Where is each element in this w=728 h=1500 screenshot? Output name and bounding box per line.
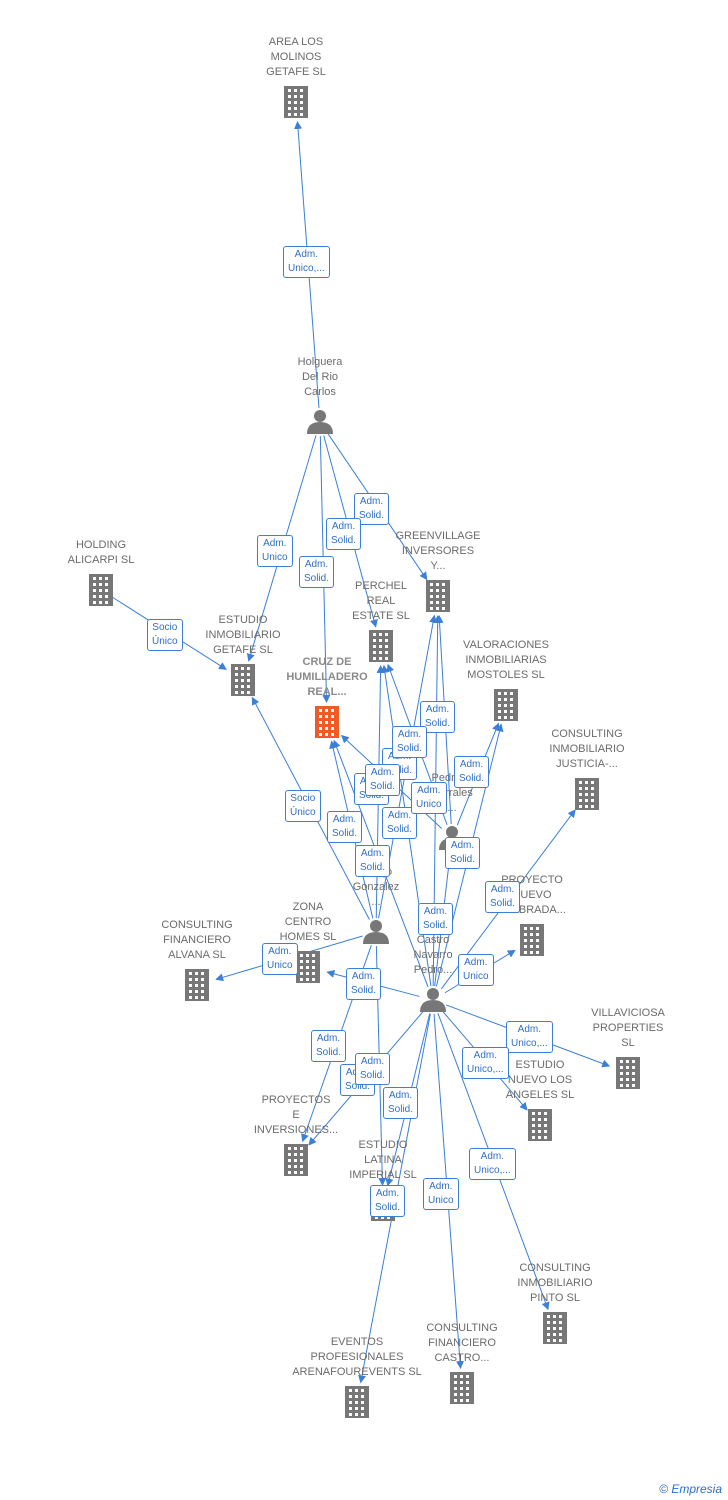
person-icon[interactable] <box>363 920 389 944</box>
edge-label[interactable]: Adm. Unico <box>458 954 494 986</box>
building-icon[interactable] <box>494 689 518 721</box>
building-icon[interactable] <box>185 969 209 1001</box>
building-icon[interactable] <box>89 574 113 606</box>
edge-label[interactable]: Adm. Solid. <box>382 807 418 839</box>
brand-name: Empresia <box>671 1482 722 1496</box>
edge-label[interactable]: Adm. Solid. <box>454 756 490 788</box>
edge-label[interactable]: Socio Único <box>285 790 321 822</box>
edge-label[interactable]: Socio Único <box>147 619 183 651</box>
edge-label[interactable]: Adm. Unico <box>411 782 447 814</box>
edge-label[interactable]: Adm. Solid. <box>445 837 481 869</box>
node-label-consultingpinto[interactable]: CONSULTING INMOBILIARIO PINTO SL <box>517 1262 593 1304</box>
building-icon[interactable] <box>543 1312 567 1344</box>
node-label-cruz[interactable]: CRUZ DE HUMILLADERO REAL... <box>286 656 368 698</box>
edge-label[interactable]: Adm. Solid. <box>365 764 401 796</box>
edge-label[interactable]: Adm. Solid. <box>299 556 335 588</box>
building-icon[interactable] <box>616 1057 640 1089</box>
building-icon[interactable] <box>296 951 320 983</box>
person-icon[interactable] <box>420 988 446 1012</box>
copyright-symbol: © <box>659 1482 668 1496</box>
edge-label[interactable]: Adm. Unico <box>423 1178 459 1210</box>
icon-layer <box>89 86 640 1418</box>
node-label-estudiogetafe[interactable]: ESTUDIO INMOBILIARIO GETAFE SL <box>205 614 281 656</box>
node-label-estudiolatina[interactable]: ESTUDIO LATINA IMPERIAL SL <box>349 1139 417 1181</box>
building-icon[interactable] <box>520 924 544 956</box>
edge-label[interactable]: Adm. Unico,... <box>506 1021 553 1053</box>
focus-building-icon[interactable] <box>315 706 339 738</box>
building-icon[interactable] <box>575 778 599 810</box>
edge-label[interactable]: Adm. Solid. <box>370 1185 406 1217</box>
node-label-castro[interactable]: Castro Navarro Pedro... <box>413 934 453 976</box>
edge-label[interactable]: Adm. Unico,... <box>283 246 330 278</box>
node-label-zonacentro[interactable]: ZONA CENTRO HOMES SL <box>279 901 337 943</box>
node-label-greenvillage[interactable]: GREENVILLAGE INVERSORES Y... <box>395 530 481 572</box>
building-icon[interactable] <box>450 1372 474 1404</box>
edge-label[interactable]: Adm. Unico <box>262 943 298 975</box>
building-icon[interactable] <box>369 630 393 662</box>
edge-label[interactable]: Adm. Solid. <box>383 1087 419 1119</box>
node-label-proyectos[interactable]: PROYECTOS E INVERSIONES... <box>253 1094 339 1136</box>
footer-brand: © Empresia <box>659 1482 722 1496</box>
node-label-villaviciosa[interactable]: VILLAVICIOSA PROPERTIES SL <box>591 1007 665 1049</box>
edge-label[interactable]: Adm. Unico,... <box>462 1047 509 1079</box>
building-icon[interactable] <box>284 86 308 118</box>
node-label-perchel[interactable]: PERCHEL REAL ESTATE SL <box>352 580 410 622</box>
node-label-holding[interactable]: HOLDING ALICARPI SL <box>67 539 135 566</box>
edge-label[interactable]: Adm. Solid. <box>485 881 521 913</box>
edge-label[interactable]: Adm. Solid. <box>326 518 362 550</box>
edge-label[interactable]: Adm. Solid. <box>346 968 382 1000</box>
node-label-estudiolos[interactable]: ESTUDIO NUEVO LOS ANGELES SL <box>505 1059 575 1101</box>
building-icon[interactable] <box>231 664 255 696</box>
node-label-holguera[interactable]: Holguera Del Rio Carlos <box>297 356 343 398</box>
edge-label[interactable]: Adm. Solid. <box>311 1030 347 1062</box>
node-label-consultingalvana[interactable]: CONSULTING FINANCIERO ALVANA SL <box>161 919 233 961</box>
edge-label[interactable]: Adm. Solid. <box>418 903 454 935</box>
node-label-eventos[interactable]: EVENTOS PROFESIONALES ARENAFOUREVENTS SL <box>292 1336 422 1378</box>
building-icon[interactable] <box>528 1109 552 1141</box>
edge-label[interactable]: Adm. Unico <box>257 535 293 567</box>
node-label-consultingjusticia[interactable]: CONSULTING INMOBILIARIO JUSTICIA-... <box>549 728 625 770</box>
node-label-area[interactable]: AREA LOS MOLINOS GETAFE SL <box>266 36 326 78</box>
edge-label[interactable]: Adm. Solid. <box>327 811 363 843</box>
edge-label[interactable]: Adm. Solid. <box>355 1053 391 1085</box>
edge-label[interactable]: Adm. Solid. <box>355 845 391 877</box>
building-icon[interactable] <box>345 1386 369 1418</box>
edge-label[interactable]: Adm. Unico,... <box>469 1148 516 1180</box>
node-label-consultingcastro[interactable]: CONSULTING FINANCIERO CASTRO... <box>426 1322 498 1364</box>
node-label-valoraciones[interactable]: VALORACIONES INMOBILIARIAS MOSTOLES SL <box>463 639 549 681</box>
node-label-proyectonuevo[interactable]: PROYECTO NUEVO ALABRADA... <box>498 874 566 916</box>
edge-label[interactable]: Adm. Solid. <box>392 726 428 758</box>
building-icon[interactable] <box>284 1144 308 1176</box>
building-icon[interactable] <box>426 580 450 612</box>
person-icon[interactable] <box>307 410 333 434</box>
